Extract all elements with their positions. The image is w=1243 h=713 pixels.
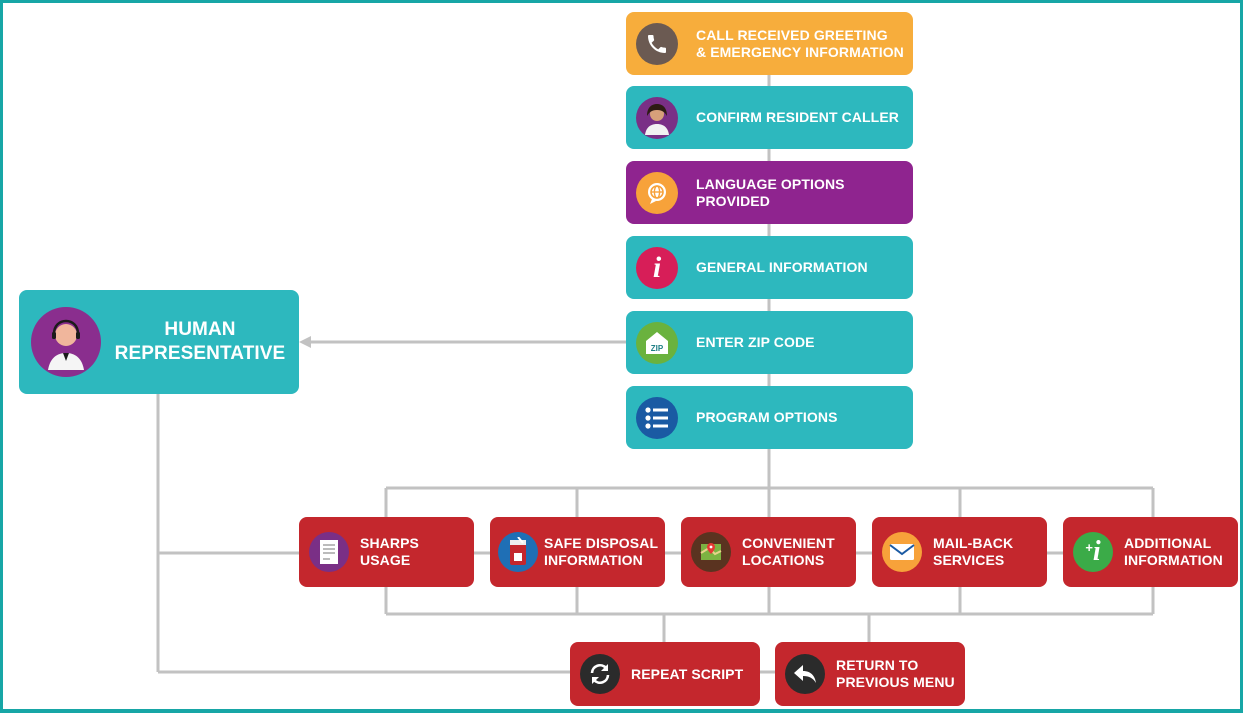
action-label: REPEAT SCRIPT: [631, 665, 744, 682]
refresh-icon: [580, 654, 620, 694]
action-repeat-script: REPEAT SCRIPT: [570, 642, 760, 706]
flow-connectors: [156, 73, 1155, 674]
step-program-options: PROGRAM OPTIONS: [626, 386, 913, 449]
option-mail-back-services: MAIL-BACK SERVICES: [872, 517, 1047, 587]
zip-house-icon: ZIP: [636, 321, 678, 364]
option-label: SHARPS USAGE: [360, 535, 419, 568]
headset-agent-icon: [31, 307, 101, 377]
disposal-container-icon: [498, 532, 538, 572]
option-label: ADDITIONAL INFORMATION: [1124, 535, 1223, 568]
option-safe-disposal: SAFE DISPOSAL INFORMATION: [490, 517, 665, 587]
resident-avatar-icon: [636, 96, 678, 139]
option-label: SAFE DISPOSAL INFORMATION: [544, 535, 659, 568]
speech-globe-icon: [636, 171, 678, 214]
map-pin-icon: [691, 532, 731, 572]
list-icon: [636, 396, 678, 439]
action-label: RETURN TO PREVIOUS MENU: [836, 657, 955, 690]
step-confirm-resident: CONFIRM RESIDENT CALLER: [626, 86, 913, 149]
option-label: CONVENIENT LOCATIONS: [742, 535, 835, 568]
plus-info-icon: +i: [1073, 532, 1113, 572]
option-sharps-usage: SHARPS USAGE: [299, 517, 474, 587]
action-return-previous-menu: RETURN TO PREVIOUS MENU: [775, 642, 965, 706]
option-label: MAIL-BACK SERVICES: [933, 535, 1014, 568]
step-label: ENTER ZIP CODE: [696, 334, 815, 350]
envelope-icon: [882, 532, 922, 572]
human-representative-label: HUMAN REPRESENTATIVE: [114, 319, 286, 364]
option-convenient-locations: CONVENIENT LOCATIONS: [681, 517, 856, 587]
step-enter-zip: ZIP ENTER ZIP CODE: [626, 311, 913, 374]
document-icon: [309, 532, 349, 572]
info-icon: i: [636, 246, 678, 289]
step-label: GENERAL INFORMATION: [696, 259, 868, 275]
phone-icon: [636, 22, 678, 65]
step-label: CONFIRM RESIDENT CALLER: [696, 109, 899, 125]
step-language-options: LANGUAGE OPTIONS PROVIDED: [626, 161, 913, 224]
step-call-received: CALL RECEIVED GREETING & EMERGENCY INFOR…: [626, 12, 913, 75]
option-additional-information: +i ADDITIONAL INFORMATION: [1063, 517, 1238, 587]
step-label: CALL RECEIVED GREETING & EMERGENCY INFOR…: [696, 26, 904, 60]
step-label: LANGUAGE OPTIONS PROVIDED: [696, 175, 845, 209]
undo-arrow-icon: [785, 654, 825, 694]
step-label: PROGRAM OPTIONS: [696, 409, 838, 425]
human-representative-box: HUMAN REPRESENTATIVE: [19, 290, 299, 394]
step-general-information: i GENERAL INFORMATION: [626, 236, 913, 299]
svg-text:ZIP: ZIP: [651, 344, 664, 353]
